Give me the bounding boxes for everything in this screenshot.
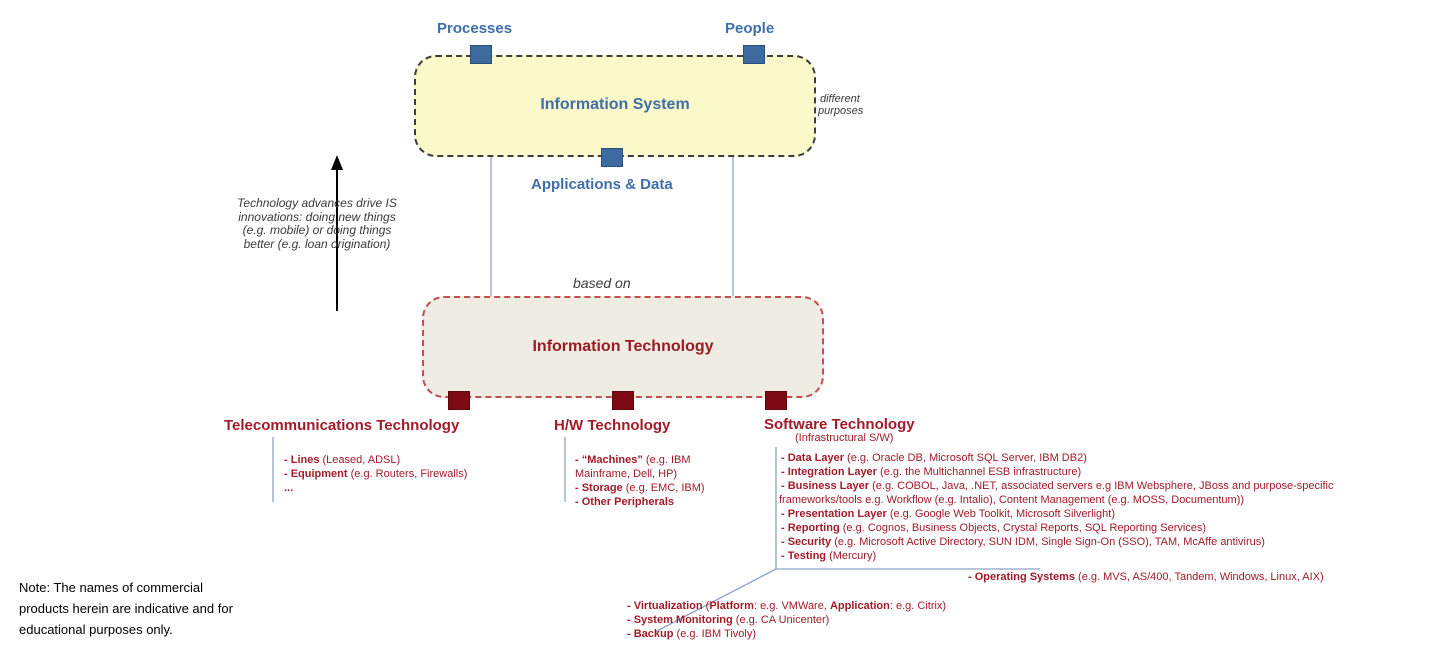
information-technology-box: Information Technology — [422, 296, 824, 398]
applications-data-label: Applications & Data — [531, 176, 673, 193]
advance-arrow-head — [331, 155, 343, 170]
based-on-label: based on — [573, 275, 631, 291]
sw-connector — [765, 391, 787, 410]
information-system-box: Information System — [414, 55, 816, 157]
hw-connector — [612, 391, 634, 410]
list-item: - Lines (Leased, ADSL) — [284, 454, 401, 466]
list-item: - Other Peripherals — [575, 496, 675, 508]
list-item: - Testing (Mercury) — [781, 550, 877, 562]
hw-list: - “Machines” (e.g. IBM Mainframe, Dell, … — [575, 453, 705, 509]
list-item: - Equipment (e.g. Routers, Firewalls) — [284, 468, 468, 480]
telecom-list: - Lines (Leased, ADSL) - Equipment (e.g.… — [284, 453, 467, 495]
list-item: - Backup (e.g. IBM Tivoly) — [627, 628, 756, 640]
list-item: - Integration Layer (e.g. the Multichann… — [781, 466, 1082, 478]
operating-systems-item: - Operating Systems (e.g. MVS, AS/400, T… — [968, 571, 1324, 583]
list-item: ... — [284, 482, 294, 494]
information-technology-title: Information Technology — [532, 338, 714, 355]
processes-connector — [470, 45, 492, 64]
information-system-title: Information System — [540, 96, 690, 113]
people-connector — [743, 45, 765, 64]
list-item: - Presentation Layer (e.g. Google Web To… — [781, 508, 1116, 520]
list-item: - Business Layer (e.g. COBOL, Java, .NET… — [781, 480, 1334, 492]
list-item: frameworks/tools e.g. Workflow (e.g. Int… — [779, 494, 1245, 506]
sw-title: Software Technology — [764, 416, 915, 433]
list-item: - Virtualization (Platform: e.g. VMWare,… — [627, 600, 947, 612]
hw-title: H/W Technology — [554, 417, 671, 434]
list-item: - Reporting (e.g. Cognos, Business Objec… — [781, 522, 1207, 534]
list-item: Mainframe, Dell, HP) — [575, 468, 678, 480]
people-label: People — [725, 20, 775, 37]
list-item: - Storage (e.g. EMC, IBM) — [575, 482, 705, 494]
list-item: - Data Layer (e.g. Oracle DB, Microsoft … — [781, 452, 1087, 464]
sw-infra-list: - Virtualization (Platform: e.g. VMWare,… — [627, 599, 946, 641]
sw-list: - Data Layer (e.g. Oracle DB, Microsoft … — [779, 451, 1334, 563]
sw-subtitle: (Infrastructural S/W) — [795, 432, 894, 444]
processes-label: Processes — [437, 20, 513, 37]
applications-connector — [601, 148, 623, 167]
list-item: - System Monitoring (e.g. CA Unicenter) — [627, 614, 830, 626]
list-item: - “Machines” (e.g. IBM — [575, 454, 691, 466]
arrow-note: Technology advances drive IS innovations… — [237, 196, 397, 251]
purposes-note: different purposes — [818, 93, 864, 117]
sw-infra-line — [654, 568, 777, 633]
telecom-connector — [448, 391, 470, 410]
list-item: - Security (e.g. Microsoft Active Direct… — [781, 536, 1265, 548]
telecom-title: Telecommunications Technology — [224, 417, 460, 434]
disclaimer-note: Note: The names of commercial products h… — [19, 580, 233, 637]
